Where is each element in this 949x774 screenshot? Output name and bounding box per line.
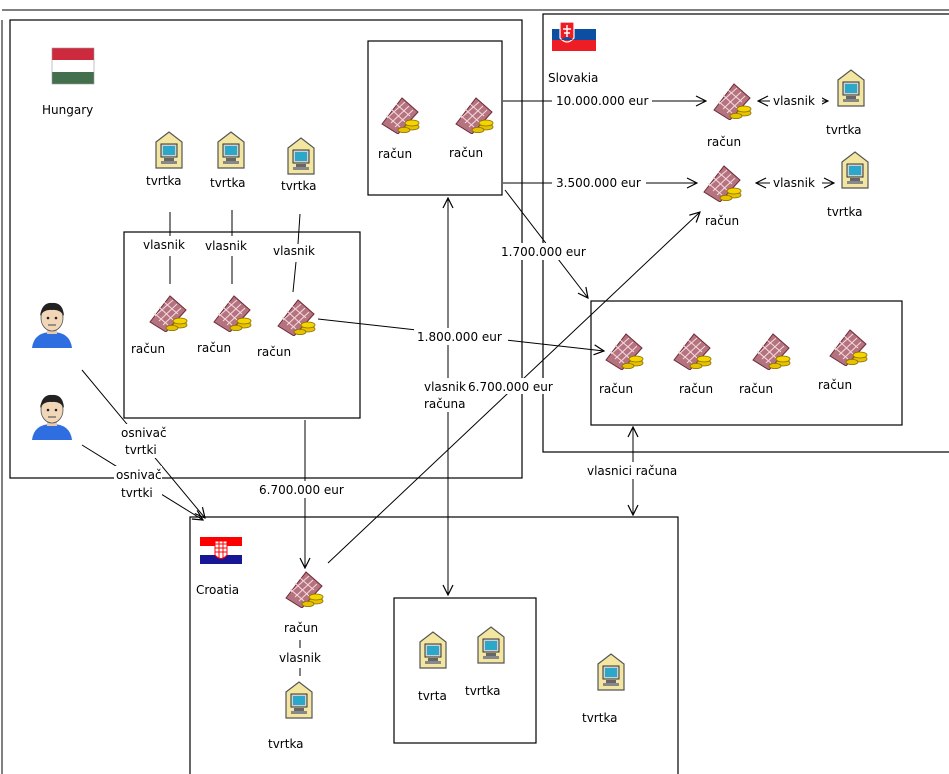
- hr-firm-2-label: tvrtka: [582, 711, 618, 725]
- sk-group-account-3-label: račun: [739, 382, 773, 396]
- account-icon[interactable]: [213, 295, 252, 332]
- hungary-label: Hungary: [42, 103, 93, 117]
- edge-label-1-8m-text: 1.800.000 eur: [417, 330, 502, 344]
- edge-label-6-7m-down: 6.700.000 eur: [256, 481, 354, 498]
- edge-label-1-8m: 1.800.000 eur: [414, 328, 508, 345]
- edge-label-vlasnik-line2: računa: [424, 397, 465, 411]
- hr-owner-label: vlasnik: [279, 651, 321, 665]
- edge-label-vlasnik-sk-1: vlasnik: [770, 92, 822, 109]
- account-icon[interactable]: [285, 571, 324, 608]
- hu-account-3-label: račun: [257, 345, 291, 359]
- account-icon[interactable]: [673, 333, 712, 370]
- croatia-firms-group: [393, 597, 537, 744]
- edge-label-vlasnik-sk-2: vlasnik: [770, 174, 822, 191]
- hu-owner-2-label: vlasnik: [205, 239, 247, 253]
- firm-icon[interactable]: [285, 681, 313, 719]
- founder-1-line2: tvrtki: [125, 443, 157, 457]
- sk-firm-2-label: tvrtka: [827, 205, 863, 219]
- edge-label-3-5m-text: 3.500.000 eur: [556, 176, 641, 190]
- firm-icon[interactable]: [837, 69, 865, 107]
- hu-firm-3-label: tvrtka: [281, 179, 317, 193]
- hu-account-2-label: račun: [197, 341, 231, 355]
- hu-account-1-label: račun: [131, 342, 165, 356]
- edge-label-1-7m: 1.700.000 eur: [498, 243, 592, 260]
- shared-accounts-group: [367, 40, 503, 196]
- croatia-region: [189, 516, 679, 774]
- edge-label-1-7m-text: 1.700.000 eur: [501, 245, 586, 259]
- firm-icon[interactable]: [597, 653, 625, 691]
- edge-label-vlasnici-text: vlasnici računa: [587, 464, 677, 478]
- founder-2-line1: osnivač: [116, 468, 162, 482]
- account-icon[interactable]: [381, 97, 420, 134]
- account-icon[interactable]: [703, 165, 742, 202]
- hu-owner-3-label: vlasnik: [273, 244, 315, 258]
- founder-2-line2: tvrtki: [121, 486, 153, 500]
- shared-account-2-label: račun: [449, 146, 483, 160]
- edge-label-vlasnik-line1: vlasnik: [424, 380, 466, 394]
- edge-label-vlasnici-racuna: vlasnici računa: [584, 462, 684, 479]
- firm-icon[interactable]: [217, 131, 245, 169]
- person-icon[interactable]: [31, 394, 73, 440]
- slovakia-flag-icon: [552, 18, 596, 51]
- croatia-flag-icon: [200, 537, 242, 564]
- edge-label-10m: 10.000.000 eur: [552, 92, 652, 109]
- edge-label-6-7m-diag: 6.700.000 eur: [466, 378, 554, 394]
- sk-firm-1-label: tvrtka: [826, 123, 862, 137]
- slovakia-region: [542, 13, 949, 453]
- firm-icon[interactable]: [155, 131, 183, 169]
- hr-account-label: račun: [284, 621, 318, 635]
- sk-account-2-label: račun: [705, 214, 739, 228]
- hr-group-firm-1-label: tvrta: [418, 689, 447, 703]
- sk-group-account-2-label: račun: [679, 382, 713, 396]
- edge-label-6-7m-down-text: 6.700.000 eur: [259, 483, 344, 497]
- hungary-flag-icon: [51, 47, 95, 85]
- account-icon[interactable]: [455, 97, 494, 134]
- hu-firm-1-label: tvrtka: [146, 174, 182, 188]
- account-icon[interactable]: [752, 333, 791, 370]
- account-icon[interactable]: [605, 333, 644, 370]
- person-icon[interactable]: [31, 302, 73, 348]
- sk-group-account-1-label: račun: [599, 382, 633, 396]
- firm-icon[interactable]: [841, 151, 869, 189]
- sk-group-account-4-label: račun: [818, 378, 852, 392]
- hu-owner-1-label: vlasnik: [143, 238, 185, 252]
- edge-label-3-5m: 3.500.000 eur: [552, 174, 646, 191]
- edge-label-founder-1: osnivač tvrtki: [118, 424, 167, 458]
- hu-firm-2-label: tvrtka: [210, 176, 246, 190]
- account-icon[interactable]: [149, 295, 188, 332]
- firm-icon[interactable]: [419, 631, 447, 669]
- ownership-lines: [169, 210, 301, 676]
- firm-icon[interactable]: [477, 626, 505, 664]
- founder-1-line1: osnivač: [121, 426, 167, 440]
- sk-account-1-label: račun: [707, 135, 741, 149]
- slovakia-accounts-group: [590, 300, 903, 426]
- slovakia-label: Slovakia: [548, 71, 598, 85]
- edge-label-vlasnik-sk-2-text: vlasnik: [773, 176, 815, 190]
- edge-label-founder-2: osnivač tvrtki: [114, 466, 162, 502]
- edge-label-vlasnik-sk-1-text: vlasnik: [773, 94, 815, 108]
- account-icon[interactable]: [713, 83, 752, 120]
- hr-firm-1-label: tvrtka: [268, 737, 304, 751]
- account-icon[interactable]: [277, 299, 316, 336]
- hr-group-firm-2-label: tvrtka: [465, 684, 501, 698]
- edge-label-10m-text: 10.000.000 eur: [556, 94, 649, 108]
- firm-icon[interactable]: [287, 137, 315, 175]
- croatia-label: Croatia: [196, 583, 239, 597]
- shared-account-1-label: račun: [378, 147, 412, 161]
- hungary-accounts-group: [123, 231, 361, 419]
- edge-label-6-7m-diag-text: 6.700.000 eur: [468, 380, 553, 394]
- account-icon[interactable]: [829, 329, 868, 366]
